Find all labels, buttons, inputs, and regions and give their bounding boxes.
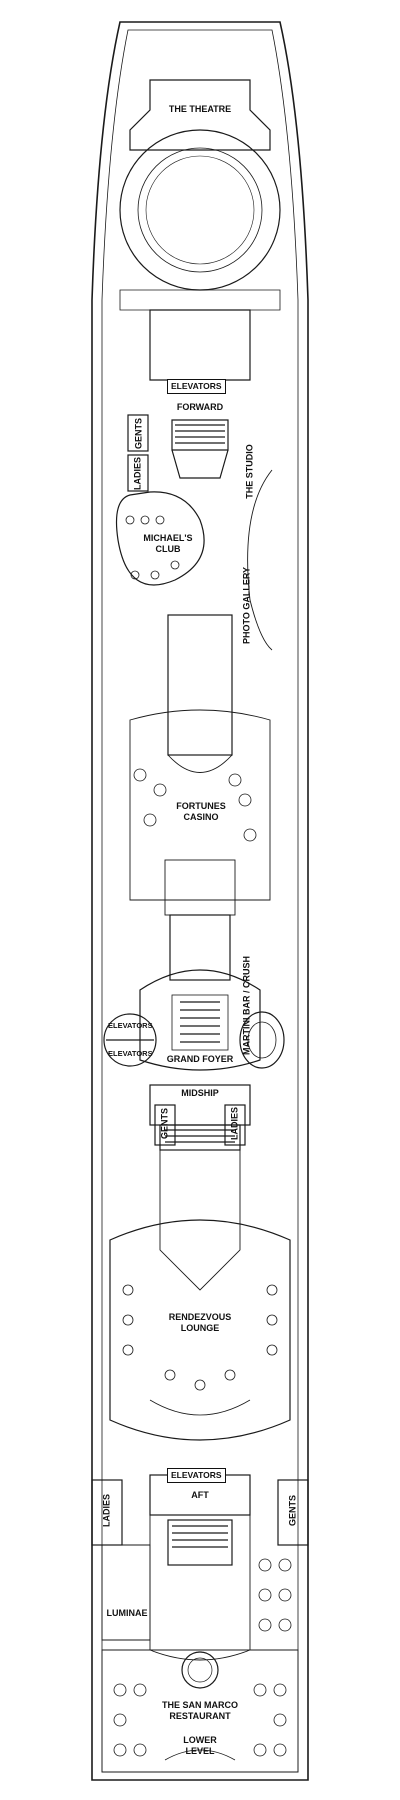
label-ladies-aft: LADIES [101,1494,112,1528]
label-gents-aft: GENTS [287,1495,298,1527]
label-grand-foyer: GRAND FOYER [166,1054,234,1064]
label-the-studio: THE STUDIO [244,444,255,499]
label-photo-gallery: PHOTO GALLERY [241,567,252,645]
label-luminae: LUMINAE [106,1608,148,1618]
san-marco-room [101,1649,299,1773]
grand-foyer [139,969,261,1071]
label-elevators-glass-bottom: ELEVATORS [108,1049,153,1058]
label-elevators-aft: ELEVATORS [167,1468,226,1483]
hull-inner [101,29,299,1773]
label-ladies-midship: LADIES [229,1107,240,1141]
label-gents-midship: GENTS [159,1108,170,1140]
label-michaels-club: MICHAEL'S CLUB [143,533,193,554]
label-elevators-forward: ELEVATORS [167,379,226,394]
glass-elevator [103,1013,157,1067]
label-martini-bar: MARTINI BAR / CRUSH [241,956,252,1055]
label-fortunes-casino: FORTUNES CASINO [176,801,226,822]
label-aft: AFT [191,1490,209,1500]
theatre-stage [129,79,271,151]
forward-lobby [149,309,251,381]
label-gents-forward: GENTS [133,418,144,450]
central-shop [167,614,233,756]
rendezvous-lounge [109,1219,291,1441]
theatre-seating [119,129,281,291]
hull-outline [91,21,309,1781]
luminae-room [101,1544,151,1641]
martini-bar-counter [239,1011,285,1069]
label-midship: MIDSHIP [181,1088,219,1098]
label-theatre: THE THEATRE [168,104,232,114]
label-forward: FORWARD [176,402,224,412]
label-ladies-forward: LADIES [132,457,143,491]
label-san-marco: THE SAN MARCO RESTAURANT [162,1700,238,1721]
label-elevators-glass-top: ELEVATORS [108,1021,153,1030]
label-rendezvous-lounge: RENDEZVOUS LOUNGE [168,1312,232,1333]
michaels-club-room [115,491,205,586]
casino-floor [129,709,271,901]
label-lower-level: LOWER LEVEL [183,1735,217,1756]
